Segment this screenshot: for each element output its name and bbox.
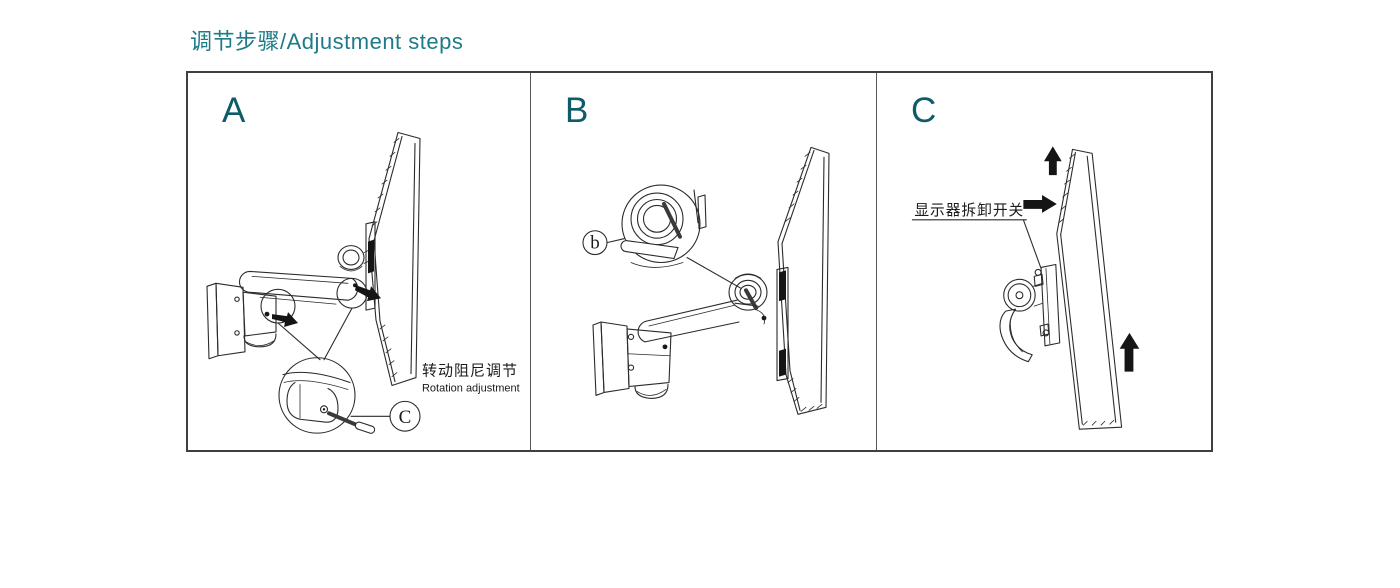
monitor-side-view [1056, 148, 1123, 430]
mount-arm [239, 270, 359, 305]
release-handle [999, 308, 1033, 363]
page-title: 调节步骤/Adjustment steps [190, 29, 464, 54]
vesa-plate [776, 266, 789, 382]
monitor-side-view [368, 131, 421, 387]
callout-c: C [350, 400, 421, 432]
rotation-annotation-en: Rotation adjustment [422, 383, 520, 395]
right-arrow-icon [1023, 195, 1057, 213]
adjust-arrow-icon [272, 312, 298, 327]
release-switch-label-zh: 显示器拆卸开关 [914, 202, 1024, 219]
vesa-plate [365, 221, 376, 311]
panel-c-illustration: 显示器拆卸开关 [911, 146, 1140, 430]
mount-arm [637, 299, 740, 343]
callout-b: b [582, 230, 625, 256]
up-arrow-icon [1044, 146, 1062, 176]
magnifier-leader-lines [277, 307, 353, 361]
callout-b-label: b [590, 233, 599, 254]
panel-c-label: C [911, 91, 937, 130]
magnified-damping-screw [278, 357, 376, 434]
hex-key-end [354, 421, 376, 434]
magnifier-leader-line [686, 256, 742, 289]
locking-knob [1003, 278, 1044, 312]
panel-a: A [188, 73, 530, 450]
panel-a-label: A [222, 91, 246, 130]
release-switch-annotation: 显示器拆卸开关 [911, 202, 1042, 269]
rotation-annotation-zh: 转动阻尼调节 [422, 362, 518, 380]
panel-a-illustration: C 转动阻尼调节 Rotation adjustment [206, 131, 520, 434]
quick-release-bracket [1033, 263, 1061, 347]
adjust-arrow-icon [355, 285, 381, 302]
callout-c-label: C [399, 407, 412, 428]
panel-b: B [530, 73, 876, 450]
hex-key-handle [620, 240, 679, 260]
up-arrow-icon [1119, 332, 1140, 372]
wall-plate [592, 321, 672, 399]
hex-key-icon [662, 201, 682, 239]
steps-panel-container: A [186, 71, 1213, 452]
pivot-ring [337, 245, 369, 272]
tilt-joint [728, 273, 768, 325]
panel-c: C [876, 73, 1211, 450]
panel-b-illustration: b [582, 146, 830, 415]
magnified-tilt-knob [620, 184, 707, 268]
panel-b-label: B [565, 91, 589, 130]
